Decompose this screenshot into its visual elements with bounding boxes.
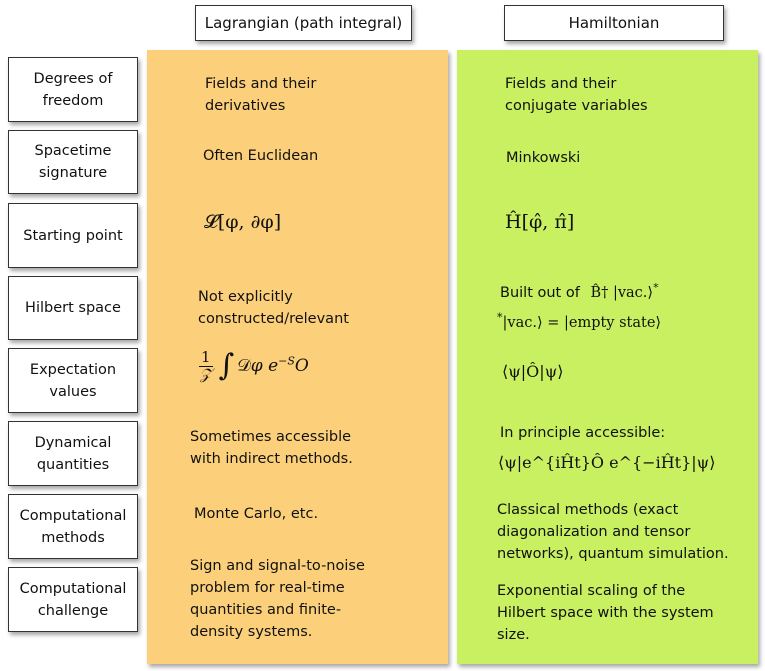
row-label-hilbert-space: Hilbert space	[8, 276, 138, 340]
row-label-text: Starting point	[23, 227, 123, 244]
lagrangian-dynamical-quantities: Sometimes accessible with indirect metho…	[190, 429, 353, 467]
row-label-text: Spacetime signature	[34, 143, 112, 181]
hamiltonian-expectation-values: ⟨ψ|Ô|ψ⟩	[502, 362, 564, 381]
lagrangian-column	[147, 50, 448, 664]
row-label-expectation-values: Expectation values	[8, 348, 138, 413]
row-label-text: Computational methods	[19, 507, 127, 546]
row-label-text: Computational challenge	[19, 580, 127, 619]
hamiltonian-header: Hamiltonian	[504, 5, 724, 41]
lagrangian-computational-challenge: Sign and signal-to-noise problem for rea…	[190, 558, 365, 640]
hamiltonian-starting-point: Ĥ[φ̂, π̂]	[505, 211, 575, 233]
hamiltonian-column	[457, 50, 758, 664]
creation-operator: B̂†	[590, 284, 609, 301]
row-label-text: Dynamical quantities	[34, 434, 112, 473]
lagrangian-degrees-of-freedom: Fields and their derivatives	[205, 76, 317, 114]
built-out-of-text: Built out of	[500, 284, 580, 301]
row-label-text: Expectation values	[29, 361, 117, 400]
vacuum-definition: |vac.⟩ = |empty state⟩	[502, 314, 662, 331]
row-label-text: Degrees of freedom	[33, 70, 113, 109]
hamiltonian-hilbert-space: Built out of B̂† |vac.⟩*	[500, 277, 740, 304]
vacuum-ket: |vac.⟩	[612, 284, 654, 301]
lagrangian-spacetime-signature: Often Euclidean	[203, 148, 319, 164]
lagrangian-hilbert-space: Not explicitly constructed/relevant	[198, 289, 349, 327]
footnote-star: *	[497, 311, 503, 324]
hamiltonian-dynamical-expression: ⟨ψ|e^{iĤt}Ô e^{−iĤt}|ψ⟩	[498, 453, 716, 472]
row-label-text: Hilbert space	[25, 300, 121, 316]
lagrangian-starting-point: 𝓛[φ, ∂φ]	[204, 211, 282, 233]
hamiltonian-hilbert-note: *|vac.⟩ = |empty state⟩	[497, 307, 747, 334]
row-label-computational-challenge: Computational challenge	[8, 567, 138, 632]
hamiltonian-dynamical-quantities: In principle accessible:	[500, 425, 666, 441]
hamiltonian-degrees-of-freedom: Fields and their conjugate variables	[505, 76, 648, 114]
row-label-spacetime-signature: Spacetime signature	[8, 130, 138, 194]
lagrangian-header: Lagrangian (path integral)	[195, 5, 412, 41]
hamiltonian-computational-challenge: Exponential scaling of the Hilbert space…	[497, 583, 714, 643]
row-label-starting-point: Starting point	[8, 203, 138, 268]
row-label-degrees-of-freedom: Degrees of freedom	[8, 57, 138, 122]
row-label-dynamical-quantities: Dynamical quantities	[8, 421, 138, 486]
row-label-computational-methods: Computational methods	[8, 494, 138, 559]
lagrangian-computational-methods: Monte Carlo, etc.	[194, 506, 319, 522]
hamiltonian-spacetime-signature: Minkowski	[506, 150, 581, 166]
hamiltonian-computational-methods: Classical methods (exact diagonalization…	[497, 502, 729, 562]
footnote-star: *	[653, 281, 659, 294]
